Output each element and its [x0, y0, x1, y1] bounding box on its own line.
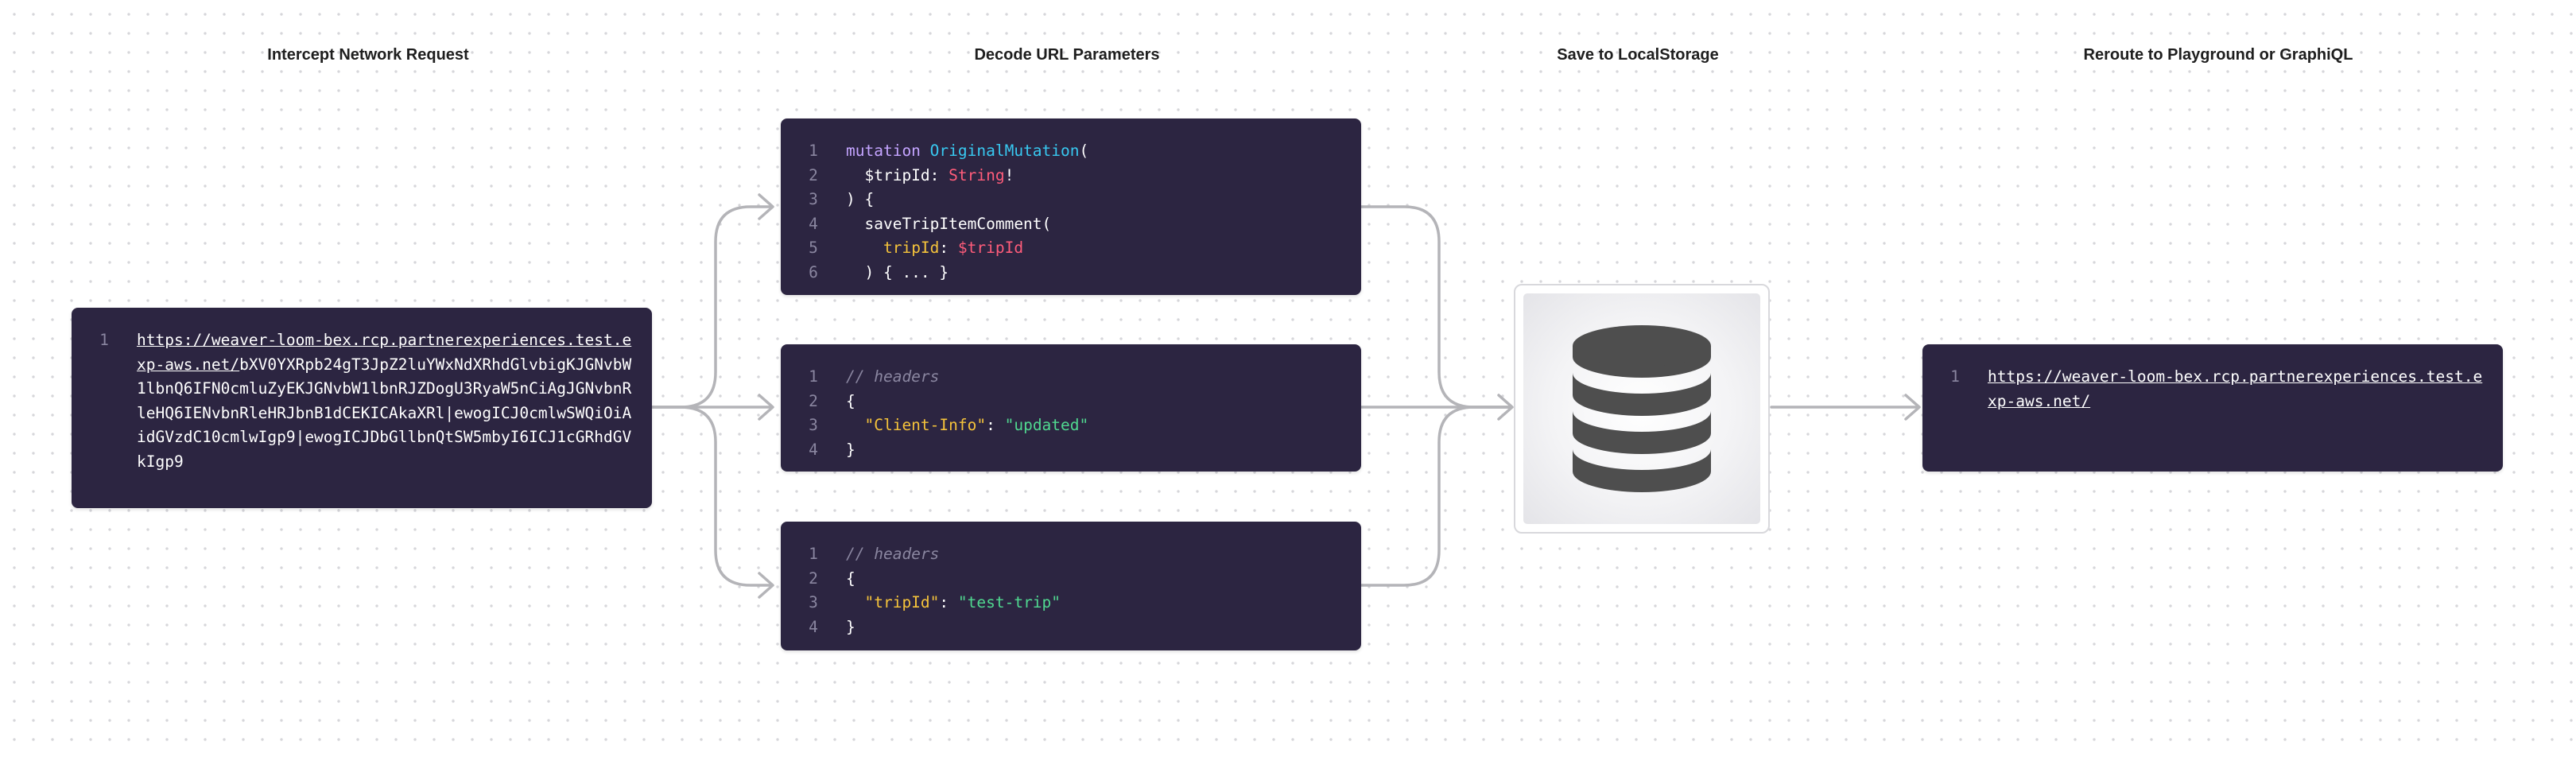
code-text: saveTripItemComment( [846, 214, 1052, 233]
colon-token: : [929, 165, 949, 184]
local-storage-panel [1523, 293, 1760, 524]
code-line: 4 saveTripItemComment( [800, 212, 1342, 237]
connector-request-to-variables [650, 406, 773, 587]
request-url-line: 1 https://weaver-loom-bex.rcp.partnerexp… [91, 328, 633, 474]
request-url-link[interactable]: https://weaver-loom-bex.rcp.partnerexper… [137, 331, 632, 374]
connector-variables-to-storage [1360, 406, 1512, 587]
operation-name: OriginalMutation [929, 142, 1080, 160]
headers-code-card: 1// headers 2{ 3 "Client-Info": "updated… [781, 344, 1361, 472]
connector-request-to-mutation [650, 205, 773, 409]
argument-token: tripId [883, 239, 940, 257]
comment-token: // headers [846, 367, 940, 386]
reroute-url-link[interactable]: https://weaver-loom-bex.rcp.partnerexper… [1988, 367, 2483, 410]
line-number: 3 [809, 190, 818, 208]
variable-token: $tripId [864, 165, 930, 184]
colon-token: : [939, 239, 958, 257]
line-number: 4 [809, 617, 818, 636]
code-line: 2{ [800, 567, 1342, 592]
connector-mutation-to-storage [1360, 205, 1512, 409]
code-line: 4} [800, 438, 1342, 463]
arrowhead-reroute [1904, 394, 1921, 421]
database-icon [1573, 325, 1711, 492]
reroute-url-line: 1 https://weaver-loom-bex.rcp.partnerexp… [1942, 365, 2484, 413]
code-line: 1 // headers [800, 542, 1342, 567]
indent [846, 236, 883, 261]
line-number: 4 [809, 214, 818, 233]
line-number: 3 [809, 593, 818, 611]
code-text: } [846, 617, 855, 636]
key-token: "tripId" [864, 593, 940, 611]
local-storage-card [1514, 284, 1770, 534]
reroute-url-block: https://weaver-loom-bex.rcp.partnerexper… [1988, 365, 2484, 413]
line-number: 4 [809, 440, 818, 459]
code-text: { [846, 391, 855, 410]
line-number: 1 [99, 331, 109, 349]
code-line: 2{ [800, 390, 1342, 414]
request-url-block: https://weaver-loom-bex.rcp.partnerexper… [137, 328, 633, 474]
code-text: } [846, 440, 855, 459]
line-number: 1 [809, 367, 818, 386]
line-number: 1 [809, 142, 818, 160]
code-line: 1 // headers [800, 365, 1342, 390]
line-number: 1 [1950, 367, 1960, 386]
comment-token: // headers [846, 545, 940, 563]
line-number: 1 [809, 545, 818, 563]
request-code-card: 1 https://weaver-loom-bex.rcp.partnerexp… [72, 308, 652, 508]
line-number: 2 [809, 391, 818, 410]
string-token: "updated" [1004, 416, 1089, 434]
indent [846, 164, 864, 188]
colon-token: : [986, 416, 1005, 434]
line-number: 2 [809, 165, 818, 184]
code-text: ) { ... } [846, 262, 949, 281]
keyword-token: mutation [846, 142, 921, 160]
variables-code-card: 1// headers 2{ 3 "tripId": "test-trip" 4… [781, 522, 1361, 650]
code-line: 3 "tripId": "test-trip" [800, 591, 1342, 615]
indent [846, 591, 864, 615]
stage-title-save: Save to LocalStorage [1557, 46, 1719, 64]
code-line: 6 ) { ... } [800, 261, 1342, 285]
code-line: 4} [800, 615, 1342, 640]
key-token: "Client-Info" [864, 416, 987, 434]
code-text: ) { [846, 190, 875, 208]
encoded-payload: bXV0YXRpb24gT3JpZ2luYWxNdXRhdGlvbigKJGNv… [137, 355, 632, 471]
code-text: { [846, 569, 855, 588]
punct-token: ! [1004, 165, 1014, 184]
line-number: 5 [809, 239, 818, 257]
mutation-code-card: 1 mutation OriginalMutation( 2 $tripId: S… [781, 118, 1361, 295]
type-token: String [949, 165, 1005, 184]
code-line: 3 ) { [800, 188, 1342, 212]
string-token: "test-trip" [957, 593, 1061, 611]
code-line: 3 "Client-Info": "updated" [800, 413, 1342, 438]
stage-title-intercept: Intercept Network Request [267, 46, 469, 64]
line-number: 3 [809, 416, 818, 434]
indent [846, 413, 864, 438]
colon-token: : [939, 593, 958, 611]
punct-token: ( [1079, 142, 1089, 160]
code-line: 5 tripId: $tripId [800, 236, 1342, 261]
variable-token: $tripId [957, 239, 1024, 257]
line-number: 6 [809, 262, 818, 281]
arrowhead-variables [758, 572, 774, 599]
stage-title-decode: Decode URL Parameters [974, 46, 1160, 64]
code-line: 2 $tripId: String! [800, 164, 1342, 188]
arrowhead-storage [1497, 394, 1514, 421]
stage-title-reroute: Reroute to Playground or GraphiQL [2083, 46, 2353, 64]
reroute-code-card: 1 https://weaver-loom-bex.rcp.partnerexp… [1922, 344, 2503, 472]
arrowhead-mutation [758, 193, 774, 220]
arrowhead-headers [758, 394, 774, 421]
code-line: 1 mutation OriginalMutation( [800, 139, 1342, 164]
line-number: 2 [809, 569, 818, 588]
